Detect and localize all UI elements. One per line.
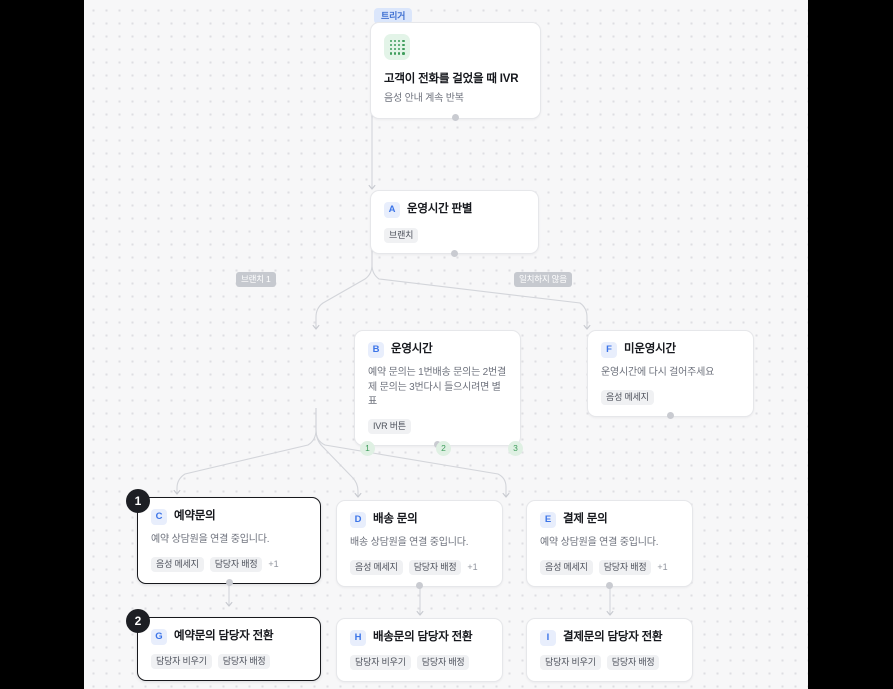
node-trigger-title: 고객이 전화를 걸었을 때 IVR	[384, 73, 519, 85]
node-i-title: 결제문의 담당자 전환	[563, 631, 663, 644]
node-c-title: 예약문의	[174, 510, 216, 523]
node-c-tag-0: 음성 메세지	[151, 556, 204, 572]
node-f-desc: 운영시간에 다시 걸어주세요	[601, 367, 715, 378]
node-d-desc: 배송 상담원을 연결 중입니다.	[350, 537, 469, 548]
node-d[interactable]: D 배송 문의 배송 상담원을 연결 중입니다. 음성 메세지 담당자 배정 +…	[336, 500, 503, 589]
node-e[interactable]: E 결제 문의 예약 상담원을 연결 중입니다. 음성 메세지 담당자 배정 +…	[526, 500, 693, 589]
node-h-tags: 담당자 비우기 담당자 배정	[350, 655, 489, 670]
node-i-letter: I	[540, 630, 556, 646]
edge-num-2: 2	[436, 441, 451, 456]
node-b-desc: 예약 문의는 1번배송 문의는 2번결제 문의는 3번다시 들으시려면 별표	[368, 367, 507, 407]
edge-num-3: 3	[508, 441, 523, 456]
node-f-tags: 음성 메세지	[601, 389, 740, 405]
node-a[interactable]: A 운영시간 판별 브랜치	[370, 190, 539, 257]
node-handle-bottom[interactable]	[451, 249, 458, 257]
node-c[interactable]: 1 C 예약문의 예약 상담원을 연결 중입니다. 음성 메세지 담당자 배정 …	[126, 489, 321, 586]
node-a-letter: A	[384, 202, 400, 218]
node-i-tag-0: 담당자 비우기	[540, 655, 601, 670]
workflow-canvas[interactable]: 트리거 고객이 전화를 걸었을 때 IVR 음성 안내 계속 반복 A 운영시간…	[84, 0, 808, 689]
node-a-tag-0: 브랜치	[384, 228, 419, 243]
node-e-tag-1: 담당자 배정	[598, 559, 652, 575]
node-a-title: 운영시간 판별	[407, 203, 473, 216]
edge-label-branch1: 브랜치 1	[236, 272, 276, 287]
node-f-title: 미운영시간	[624, 343, 676, 356]
node-d-tag-0: 음성 메세지	[350, 559, 403, 575]
node-f[interactable]: F 미운영시간 운영시간에 다시 걸어주세요 음성 메세지	[587, 330, 754, 419]
node-d-letter: D	[350, 512, 366, 528]
node-a-tags: 브랜치	[384, 228, 525, 243]
node-handle-bottom[interactable]	[667, 412, 674, 419]
node-g-letter: G	[151, 629, 167, 645]
node-h-letter: H	[350, 630, 366, 646]
node-h[interactable]: H 배송문의 담당자 전환 담당자 비우기 담당자 배정	[336, 618, 503, 682]
node-handle-bottom[interactable]	[452, 114, 459, 121]
node-i-tag-1: 담당자 배정	[606, 655, 660, 670]
node-h-title: 배송문의 담당자 전환	[373, 631, 473, 644]
node-handle-bottom[interactable]	[416, 582, 423, 589]
node-e-tag-0: 음성 메세지	[540, 559, 593, 575]
node-g-tags: 담당자 비우기 담당자 배정	[151, 654, 307, 669]
node-e-letter: E	[540, 512, 556, 528]
node-f-tag-0: 음성 메세지	[601, 389, 654, 405]
node-b-tag-0: IVR 버튼	[368, 418, 411, 434]
node-c-tags: 음성 메세지 담당자 배정 +1	[151, 556, 307, 572]
edge-num-1: 1	[360, 441, 375, 456]
node-b-letter: B	[368, 342, 384, 358]
group-label-trigger: 트리거	[374, 8, 413, 24]
node-d-tag-more: +1	[467, 561, 478, 572]
node-d-title: 배송 문의	[373, 513, 418, 526]
node-g-tag-0: 담당자 비우기	[151, 654, 212, 669]
node-trigger-desc: 음성 안내 계속 반복	[384, 93, 464, 104]
node-c-letter: C	[151, 509, 167, 525]
node-g-order-badge: 2	[126, 609, 150, 633]
node-c-tag-more: +1	[268, 558, 279, 569]
node-handle-bottom[interactable]	[225, 579, 233, 586]
node-g[interactable]: 2 G 예약문의 담당자 전환 담당자 비우기 담당자 배정	[126, 609, 321, 681]
node-b-title: 운영시간	[391, 343, 433, 356]
node-h-tag-0: 담당자 비우기	[350, 655, 411, 670]
node-c-order-badge: 1	[126, 489, 150, 513]
node-e-title: 결제 문의	[563, 513, 608, 526]
node-e-desc: 예약 상담원을 연결 중입니다.	[540, 537, 659, 548]
node-c-tag-1: 담당자 배정	[209, 556, 263, 572]
node-h-tag-1: 담당자 배정	[416, 655, 470, 670]
node-d-tag-1: 담당자 배정	[408, 559, 462, 575]
edge-label-no-match: 일치하지 않음	[514, 272, 572, 287]
node-e-tags: 음성 메세지 담당자 배정 +1	[540, 559, 679, 575]
node-handle-bottom[interactable]	[606, 582, 613, 589]
node-g-title: 예약문의 담당자 전환	[174, 630, 274, 643]
node-e-tag-more: +1	[657, 561, 668, 572]
node-b[interactable]: B 운영시간 예약 문의는 1번배송 문의는 2번결제 문의는 3번다시 들으시…	[354, 330, 521, 448]
node-c-desc: 예약 상담원을 연결 중입니다.	[151, 534, 270, 545]
node-b-tags: IVR 버튼	[368, 418, 507, 434]
node-g-tag-1: 담당자 배정	[217, 654, 271, 669]
grid-dots-icon	[384, 34, 410, 60]
node-d-tags: 음성 메세지 담당자 배정 +1	[350, 559, 489, 575]
node-trigger[interactable]: 고객이 전화를 걸었을 때 IVR 음성 안내 계속 반복	[370, 22, 541, 121]
node-i[interactable]: I 결제문의 담당자 전환 담당자 비우기 담당자 배정	[526, 618, 693, 682]
node-f-letter: F	[601, 342, 617, 358]
node-i-tags: 담당자 비우기 담당자 배정	[540, 655, 679, 670]
